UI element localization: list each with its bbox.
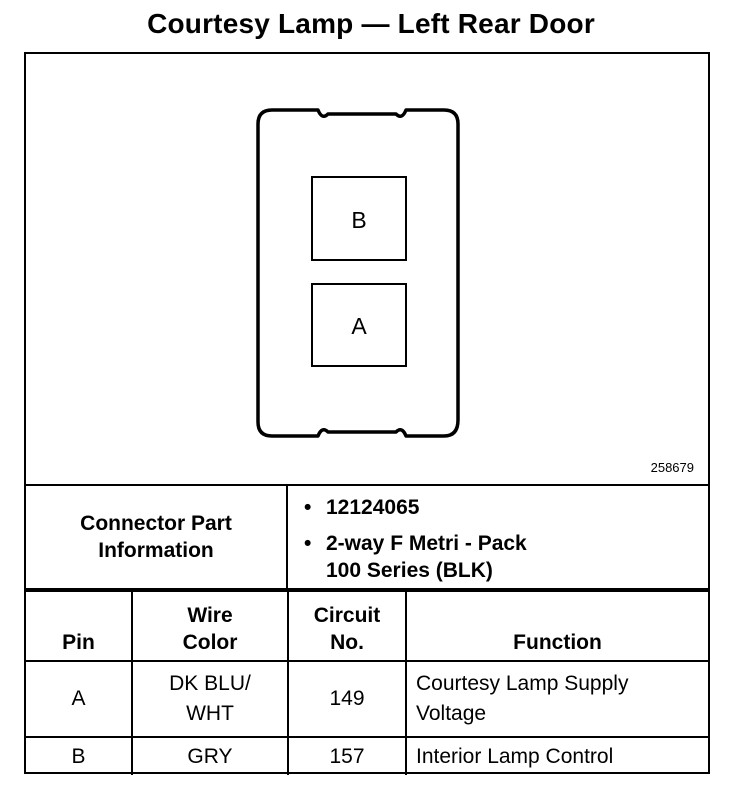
wire-color-cell: DK BLU/ WHT	[131, 660, 289, 738]
connector-diagram: B A 258679	[26, 54, 708, 486]
connector-description-line2: 100 Series (BLK)	[326, 559, 493, 582]
figure-number: 258679	[650, 460, 694, 475]
pin-table: Pin Wire Color Circuit No. Function A DK…	[26, 590, 708, 775]
connector-description-item: • 2-way F Metri - Pack	[304, 530, 708, 557]
wire-color-cell: GRY	[131, 736, 289, 775]
pin-cell: A	[26, 660, 133, 738]
connector-frame: B A 258679 Connector Part Information • …	[24, 52, 710, 775]
header-wire-color-line1: Wire	[187, 604, 233, 627]
pin-cell: B	[26, 736, 133, 775]
connector-outline	[256, 108, 460, 438]
header-wire-color: Wire Color	[131, 590, 289, 662]
header-function: Function	[405, 590, 708, 662]
connector-info-list: • 12124065 • 2-way F Metri - Pack 100 Se…	[288, 486, 708, 588]
part-number-item: • 12124065	[304, 494, 708, 521]
header-circuit-line1: Circuit	[313, 604, 381, 627]
table-row: B GRY 157 Interior Lamp Control	[26, 736, 708, 775]
part-number: 12124065	[326, 496, 420, 519]
connector-description-line1: 2-way F Metri - Pack	[326, 532, 527, 555]
header-wire-color-line2: Color	[182, 631, 238, 654]
connector-info-label-line2: Information	[98, 539, 214, 562]
bullet-icon: •	[304, 532, 312, 555]
connector-face-drawing: B A	[256, 108, 460, 438]
connector-info-label: Connector Part Information	[26, 486, 288, 588]
wire-color-line2: WHT	[186, 702, 234, 725]
cavity-a-outline	[311, 283, 407, 367]
header-circuit-line2: No.	[330, 631, 364, 654]
circuit-cell: 149	[287, 660, 407, 738]
page-title: Courtesy Lamp — Left Rear Door	[147, 8, 595, 39]
header-circuit: Circuit No.	[287, 590, 407, 662]
bullet-icon: •	[304, 496, 312, 519]
circuit-cell: 157	[287, 736, 407, 775]
function-line1: Courtesy Lamp Supply	[416, 672, 629, 695]
cavity-b-label: B	[351, 207, 366, 233]
wire-color-line1: DK BLU/	[169, 672, 251, 695]
function-cell: Courtesy Lamp Supply Voltage	[405, 660, 708, 738]
table-row: A DK BLU/ WHT 149 Courtesy Lamp Supply V…	[26, 660, 708, 738]
header-pin: Pin	[26, 590, 133, 662]
function-cell: Interior Lamp Control	[405, 736, 708, 775]
pin-table-header: Pin Wire Color Circuit No. Function	[26, 590, 708, 662]
function-line2: Voltage	[416, 702, 487, 725]
connector-info-label-line1: Connector Part	[80, 512, 232, 535]
cavity-a-label: A	[351, 313, 367, 339]
connector-part-info: Connector Part Information • 12124065 • …	[26, 486, 708, 590]
cavity-b-outline	[311, 176, 407, 261]
